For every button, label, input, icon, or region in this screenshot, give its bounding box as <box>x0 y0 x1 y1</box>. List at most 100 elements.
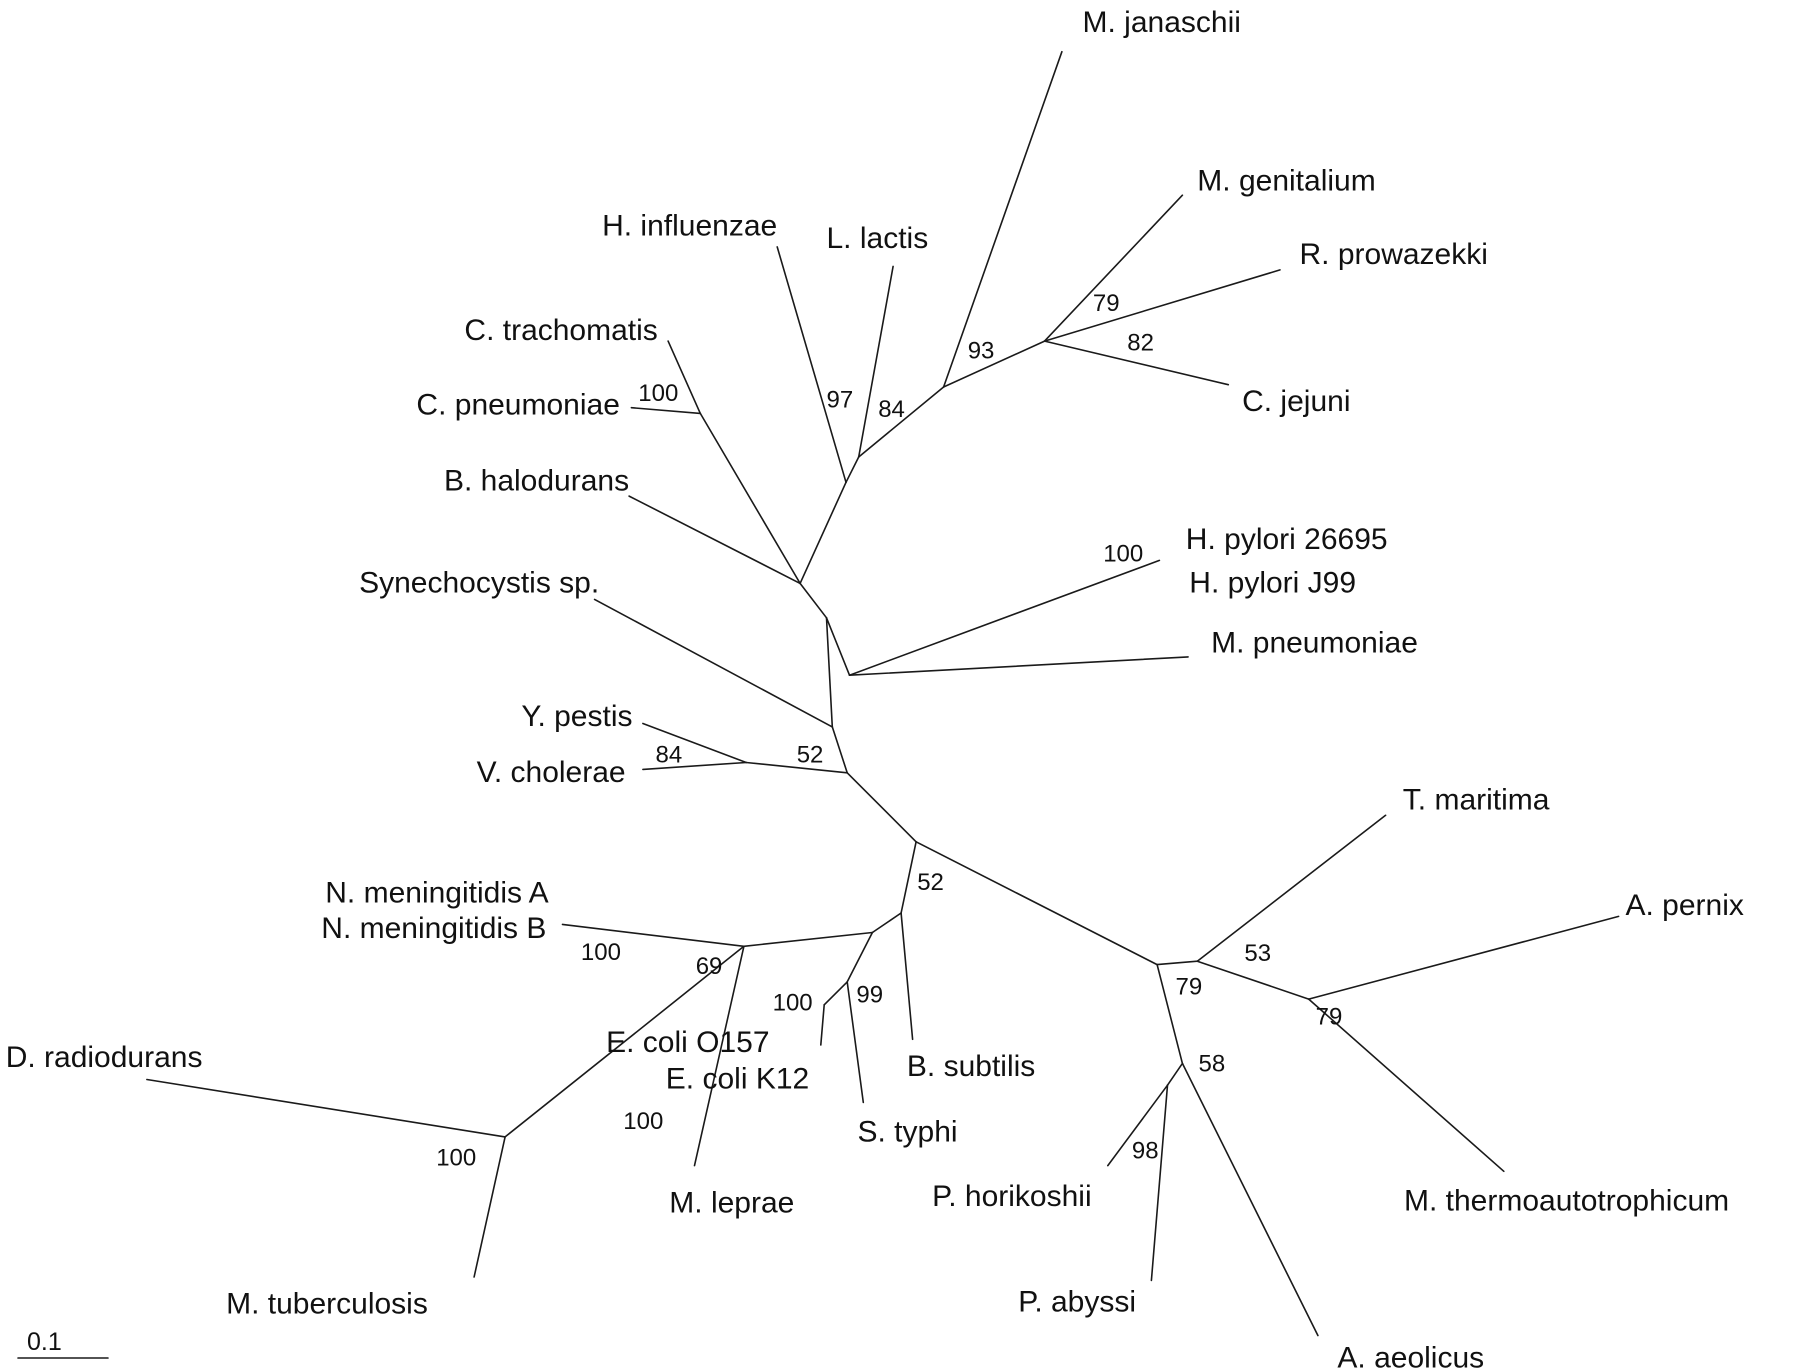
taxon-label-ypes: Y. pestis <box>521 700 632 733</box>
branch-M-N <box>1156 960 1199 966</box>
branch-V-aaeo <box>1181 1062 1319 1337</box>
branch-G-H <box>699 412 801 585</box>
taxon-label-ctra: C. trachomatis <box>464 314 657 347</box>
bootstrap-value-s100dr: 100 <box>436 1145 476 1172</box>
taxon-labels: M. janaschii M. genitalium R. prowazekkiC.… <box>6 6 1744 1370</box>
taxon-label-mjan: M. janaschii <box>1083 6 1241 39</box>
bootstrap-value-s52a: 52 <box>797 742 824 769</box>
taxon-label-bhal: B. halodurans <box>444 464 629 497</box>
taxon-label-styp: S. typhi <box>858 1116 958 1149</box>
taxon-label-mthe: M. thermoautotrophicum <box>1404 1184 1729 1217</box>
bootstrap-value-s82: 82 <box>1127 329 1154 356</box>
bootstrap-value-s84a: 84 <box>878 396 905 423</box>
branch-B-I <box>825 616 834 728</box>
bootstrap-value-s93: 93 <box>968 337 995 364</box>
branch-S-styp <box>846 981 865 1104</box>
bootstrap-value-s97: 97 <box>827 387 854 414</box>
bootstrap-value-s52b: 52 <box>917 869 944 896</box>
bootstrap-value-s100m: 100 <box>623 1108 663 1135</box>
branch-R-U <box>504 945 745 1138</box>
branch-A-mpne <box>848 656 1189 677</box>
scale-bar-label: 0.1 <box>27 1328 62 1356</box>
branch-G-C <box>799 481 847 585</box>
taxon-label-mgen: M. genitalium <box>1197 165 1375 198</box>
support-values: 79 93 82 100 97 84 100 84 52 52 53 100 69 100 99 79 79 58… <box>436 290 1342 1171</box>
taxon-label-eo157: E. coli O157 <box>606 1026 769 1059</box>
branch-V-W <box>1166 1062 1184 1086</box>
taxon-label-syne: Synechocystis sp. <box>359 567 599 600</box>
branch-O-mthe <box>1307 998 1505 1173</box>
bootstrap-value-s100hp: 100 <box>1103 541 1143 568</box>
taxon-label-mpne: M. pneumoniae <box>1211 626 1418 659</box>
taxon-label-bsub: B. subtilis <box>907 1050 1035 1083</box>
branch-P-bsub <box>900 912 914 1041</box>
bootstrap-value-s79a: 79 <box>1093 290 1120 317</box>
branch-K-vcho <box>642 761 748 771</box>
bootstrap-value-s79c: 79 <box>1316 1003 1343 1030</box>
branch-L-M <box>915 840 1158 966</box>
bootstrap-value-s98: 98 <box>1132 1138 1159 1165</box>
bootstrap-value-s100cp: 100 <box>638 380 678 407</box>
branch-D-llac <box>857 265 894 458</box>
branch-R-mlep <box>693 945 745 1167</box>
branch-N-tmar <box>1196 814 1387 963</box>
taxon-label-ek12: E. coli K12 <box>666 1063 809 1096</box>
bootstrap-value-s100nm: 100 <box>581 939 621 966</box>
taxon-label-mlep: M. leprae <box>669 1187 794 1220</box>
branch-C-hinf <box>776 246 847 484</box>
branch-S-T <box>823 981 849 1006</box>
branch-Q-S <box>846 931 874 983</box>
taxon-label-drad: D. radiodurans <box>6 1041 203 1074</box>
bootstrap-value-s84b: 84 <box>656 742 683 769</box>
tree-branches <box>146 50 1620 1337</box>
branch-J-K <box>745 761 849 774</box>
branch-H-ctra <box>667 340 702 415</box>
branch-E-F <box>942 340 1046 388</box>
branch-G-bhal <box>628 495 801 585</box>
taxon-label-aaeo: A. aeolicus <box>1337 1342 1484 1370</box>
taxon-label-cpne: C. pneumoniae <box>416 389 619 422</box>
branch-Q-R <box>743 931 874 948</box>
branch-W-paby <box>1150 1084 1169 1282</box>
taxon-label-llac: L. lactis <box>827 222 929 255</box>
taxon-label-mtub: M. tuberculosis <box>226 1288 428 1321</box>
taxon-label-phor: P. horikoshii <box>932 1180 1092 1213</box>
branch-A-hp <box>848 559 1161 677</box>
branch-U-mtub <box>473 1136 506 1278</box>
taxon-label-cjej: C. jejuni <box>1242 385 1350 418</box>
taxon-label-nmeb: N. meningitidis B <box>321 912 546 945</box>
taxon-label-paby: P. abyssi <box>1018 1285 1136 1318</box>
taxon-label-tmar: T. maritima <box>1403 784 1550 817</box>
branch-C-D <box>845 456 860 484</box>
branch-F-rpro <box>1043 269 1281 342</box>
branch-A-B <box>825 616 851 677</box>
taxon-label-nmea: N. meningitidis A <box>325 877 548 910</box>
branch-R-nm <box>561 923 745 948</box>
branch-H-cpne <box>630 406 702 415</box>
branch-W-phor <box>1107 1084 1169 1167</box>
bootstrap-value-s69: 69 <box>696 953 723 980</box>
scale-bar: 0.1 <box>17 1328 109 1359</box>
branch-D-E <box>857 386 945 458</box>
bootstrap-value-s100ec: 100 <box>773 990 813 1017</box>
taxon-label-aper: A. pernix <box>1626 889 1744 922</box>
taxon-label-hinf: H. influenzae <box>602 209 777 242</box>
branch-F-mgen <box>1043 194 1184 342</box>
bootstrap-value-s53: 53 <box>1244 940 1271 967</box>
taxon-label-hp26: H. pylori 26695 <box>1186 523 1388 556</box>
branch-I-J <box>831 726 849 774</box>
branch-E-mjan <box>942 50 1063 388</box>
taxon-label-rpro: R. prowazekki <box>1300 238 1488 271</box>
bootstrap-value-s79b: 79 <box>1176 974 1203 1001</box>
branch-F-cjej <box>1043 340 1230 386</box>
branch-N-O <box>1196 960 1310 1000</box>
branch-P-Q <box>871 912 902 934</box>
bootstrap-value-s99: 99 <box>856 982 883 1009</box>
branch-I-syne <box>593 598 834 728</box>
branch-L-P <box>900 840 917 914</box>
taxon-label-vcho: V. cholerae <box>477 756 626 789</box>
bootstrap-value-s58: 58 <box>1199 1050 1226 1077</box>
branch-O-aper <box>1307 915 1620 1000</box>
branch-U-drad <box>146 1078 506 1138</box>
